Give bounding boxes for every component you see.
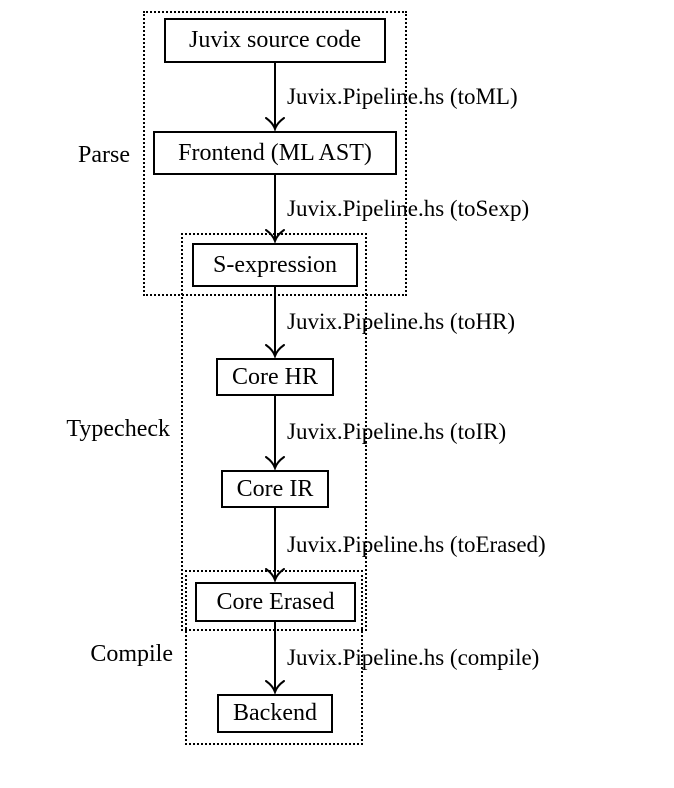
node-backend: Backend [217, 694, 333, 733]
arrow-tohr [259, 287, 291, 358]
arrow-down-icon [265, 287, 285, 358]
arrow-down-icon [265, 396, 285, 470]
arrow-toerased [259, 508, 291, 582]
edge-label-tohr: Juvix.Pipeline.hs (toHR) [287, 309, 516, 334]
edge-label-toml: Juvix.Pipeline.hs (toML) [287, 84, 518, 109]
node-core-erased: Core Erased [195, 582, 356, 622]
compile-region-label: Compile [90, 641, 173, 667]
node-s-expression: S-expression [192, 243, 358, 287]
node-juvix-source-code: Juvix source code [164, 18, 386, 63]
edge-label-toir: Juvix.Pipeline.hs (toIR) [287, 419, 507, 444]
arrow-toml [259, 63, 291, 131]
arrow-tosexp [259, 175, 291, 243]
typecheck-region-label: Typecheck [66, 416, 170, 442]
node-frontend-ml-ast: Frontend (ML AST) [153, 131, 397, 175]
arrow-down-icon [265, 622, 285, 694]
edge-label-toerased: Juvix.Pipeline.hs (toErased) [287, 532, 546, 557]
parse-region-label: Parse [78, 142, 130, 168]
arrow-down-icon [265, 63, 285, 131]
node-core-ir: Core IR [221, 470, 329, 508]
edge-label-tosexp: Juvix.Pipeline.hs (toSexp) [287, 196, 530, 221]
edge-label-compile: Juvix.Pipeline.hs (compile) [287, 645, 540, 670]
node-core-hr: Core HR [216, 358, 334, 396]
arrow-down-icon [265, 175, 285, 243]
arrow-down-icon [265, 508, 285, 582]
arrow-compile [259, 622, 291, 694]
arrow-toir [259, 396, 291, 470]
